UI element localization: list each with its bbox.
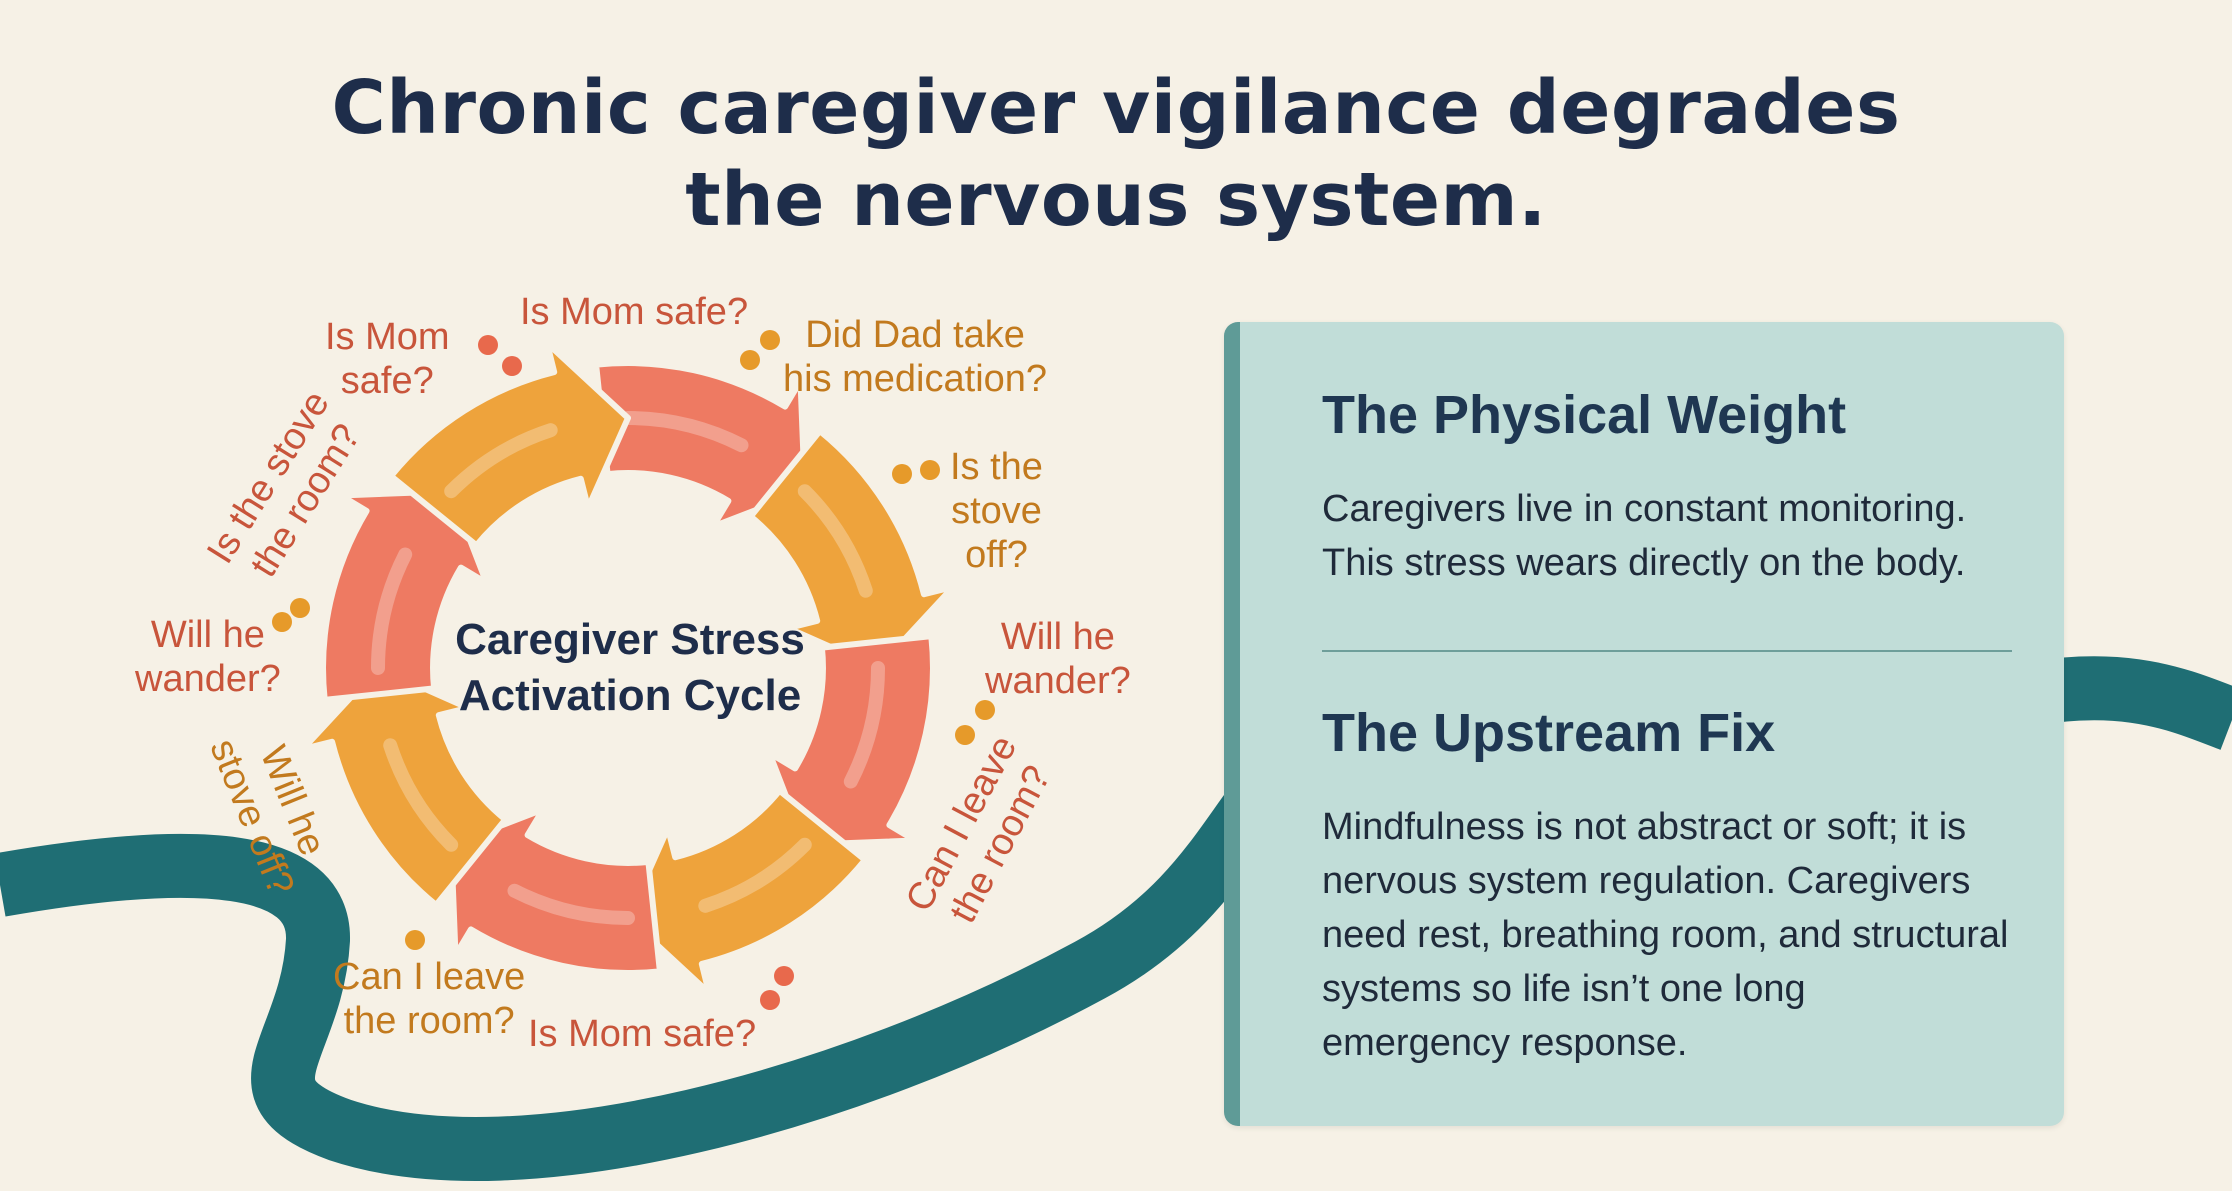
accent-dot [760,990,780,1010]
worry-top: Is Mom safe? [520,291,749,333]
accent-dot [290,598,310,618]
accent-dot [760,330,780,350]
worry-top-right: Did Dad take his medication? [783,314,1048,400]
cycle-arrow-highlight [507,883,635,926]
title-line-1: Chronic caregiver vigilance degrades [331,65,1901,151]
cycle-center-label: Caregiver Stress Activation Cycle [430,612,830,724]
info-panel: The Physical Weight Caregivers live in c… [1224,322,2064,1126]
accent-dot [740,350,760,370]
cycle-arrow-segment [593,360,808,530]
accent-dot [955,725,975,745]
worry-bottom-left: Can I leave the room? [333,956,526,1042]
cycle-arrow-highlight [621,410,749,453]
accent-dot [774,966,794,986]
title-line-2: the nervous system. [685,157,1547,243]
cycle-label-line-1: Caregiver Stress [455,615,805,664]
worry-left-mid: Will he wander? [135,614,281,700]
accent-dot [405,930,425,950]
cycle-arrow-highlight [370,547,413,675]
cycle-arrow-highlight [444,423,558,499]
cycle-arrow-highlight [843,661,886,789]
upstream-fix-heading: The Upstream Fix [1322,703,1776,763]
cycle-arrow-highlight [383,738,459,852]
cycle-arrow-segment [320,488,490,703]
cycle-arrow-segment [766,633,936,848]
worry-right-mid: Will he wander? [985,616,1131,702]
accent-dot [502,356,522,376]
cycle-arrow-highlight [698,837,812,913]
cycle-arrow-segment [625,787,868,996]
worry-right-upper: Is the stove off? [950,446,1043,576]
cycle-arrow-highlight [797,484,873,598]
worry-top-left: Is Mom safe? [325,316,450,402]
cycle-label-line-2: Activation Cycle [458,671,802,720]
panel-divider [1322,650,2012,652]
cycle-arrow-segment [300,665,509,908]
cycle-arrow-segment [388,340,631,549]
upstream-fix-body: Mindfulness is not abstract or soft; it … [1322,806,2009,1064]
worry-bottom: Is Mom safe? [528,1013,757,1055]
physical-weight-body: Caregivers live in constant monitoring. … [1322,488,1967,584]
cycle-arrow-segment [747,428,956,671]
accent-dot [478,335,498,355]
page-title: Chronic caregiver vigilance degrades the… [0,62,2232,246]
accent-dot [272,612,292,632]
physical-weight-heading: The Physical Weight [1322,385,1847,445]
accent-dot [975,700,995,720]
accent-dot [892,464,912,484]
accent-dot [920,460,940,480]
cycle-arrow-segment [448,806,663,976]
